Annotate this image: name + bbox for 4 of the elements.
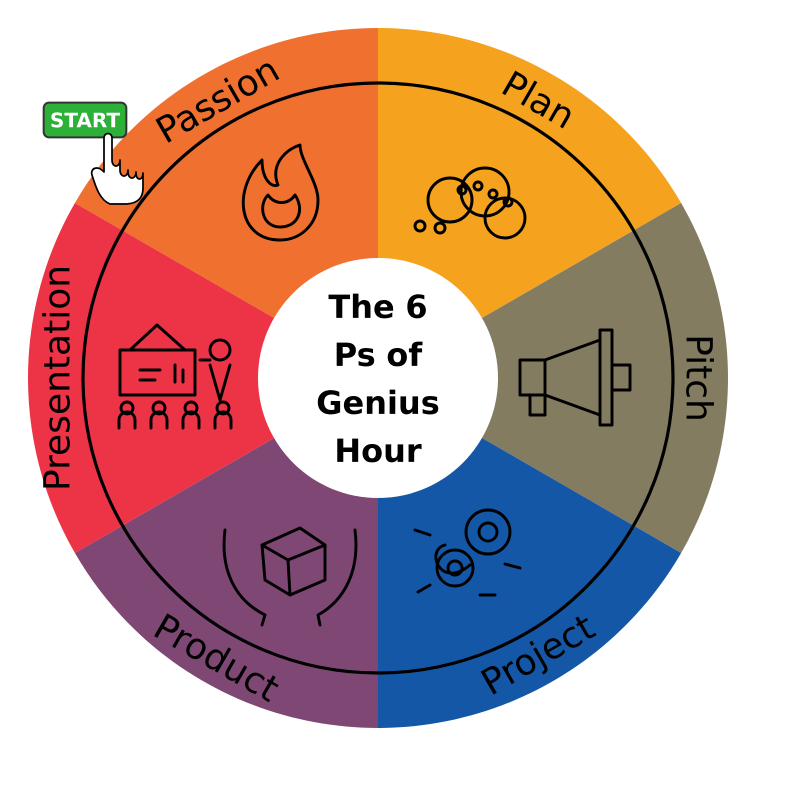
segment-label: Pitch <box>686 338 714 419</box>
start-button: START <box>42 102 128 138</box>
segment-label: Presentation <box>42 268 70 488</box>
segment-label: Plan <box>502 70 570 128</box>
